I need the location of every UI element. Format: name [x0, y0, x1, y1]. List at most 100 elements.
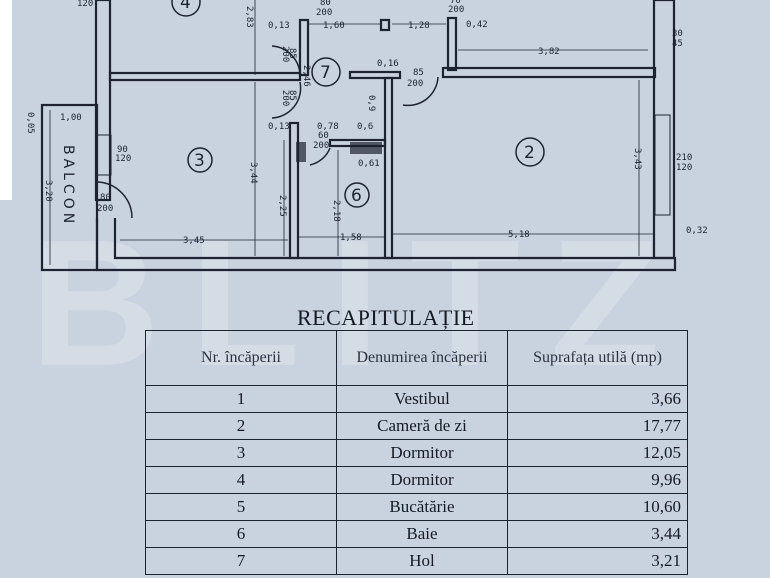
dim: 30: [672, 29, 683, 39]
dim: 3,44: [248, 162, 258, 184]
room-number-cell: 2: [145, 412, 337, 440]
area-cell: 3,21: [507, 547, 688, 575]
wall-left: [94, 0, 112, 202]
area-cell: 3,66: [507, 385, 688, 413]
dimension-lines: [49, 0, 655, 265]
dim: 0,13: [268, 21, 290, 31]
room-markers: 4 7 3 2 6: [171, 0, 545, 208]
dim: 85: [287, 48, 297, 59]
dim: 0,16: [377, 59, 399, 69]
dim: 80: [320, 0, 331, 8]
dim: 3,20: [43, 180, 53, 202]
room-2-label: 2: [524, 143, 535, 163]
walls: [40, 0, 677, 272]
balcony-label: BALCON: [60, 145, 76, 227]
dim: 120: [115, 154, 131, 164]
balcony-outline: [40, 103, 99, 272]
summary-title: RECAPITULAȚIE: [297, 305, 475, 330]
header-room-number: Nr. încăperii: [145, 330, 337, 386]
dim: 0,9: [366, 95, 376, 111]
header-room-name: Denumirea încăperii: [336, 330, 508, 386]
dim: 200: [97, 204, 113, 214]
dim: 2,46: [301, 65, 311, 87]
wall-right: [652, 0, 676, 260]
wall-room3-room4: [108, 71, 302, 82]
room-number-cell: 7: [145, 547, 337, 575]
wall-bath-left: [288, 121, 300, 260]
dim: 0,05: [25, 112, 35, 134]
dim: 2,18: [331, 200, 341, 222]
area-cell: 3,44: [507, 520, 688, 548]
dim: 85: [413, 68, 424, 78]
dim: 70: [450, 0, 461, 6]
room-6-label: 6: [351, 186, 362, 206]
room-number-cell: 6: [145, 520, 337, 548]
room-4-label: 4: [180, 0, 191, 13]
dimension-labels: 120 2,83 0,13 1,60 1,28 0,42 80 200 70 2…: [25, 0, 708, 246]
table-header-row: Nr. încăperii Denumirea încăperii Supraf…: [145, 330, 688, 386]
dim: 200: [280, 46, 290, 62]
dim: 200: [316, 8, 332, 18]
dim: 210: [676, 153, 692, 163]
dim: 60: [318, 131, 329, 141]
area-cell: 12,05: [507, 439, 688, 467]
dim: 120: [77, 0, 93, 9]
dim: 200: [280, 90, 290, 106]
dim: 0,13: [268, 122, 290, 132]
dim: 120: [676, 163, 692, 173]
area-cell: 9,96: [507, 466, 688, 494]
dim: 1,00: [60, 113, 82, 123]
dim: 200: [407, 79, 423, 89]
dim: 3,82: [538, 47, 560, 57]
dim: 2,25: [277, 195, 287, 217]
room-number-cell: 3: [145, 439, 337, 467]
room-name-cell: Cameră de zi: [336, 412, 508, 440]
wall-bath-right: [383, 76, 394, 260]
dim: 200: [448, 5, 464, 15]
doors: [95, 45, 439, 219]
floor-plan: 4 7 3 2 6 BALCON 120 2,83 0,13 1,60 1,28…: [0, 0, 708, 272]
room-7-label: 7: [320, 63, 331, 83]
dim: 1,58: [340, 233, 362, 243]
dim: 0,42: [466, 20, 488, 30]
summary-table: Nr. încăperii Denumirea încăperii Supraf…: [145, 330, 688, 575]
dim: 0,78: [317, 122, 339, 132]
area-cell: 17,77: [507, 412, 688, 440]
dim: 3,45: [183, 236, 205, 246]
dim: 45: [672, 39, 683, 49]
wall-room2-top: [441, 66, 657, 79]
hatch-blocks: [96, 114, 671, 216]
room-name-cell: Vestibul: [336, 385, 508, 413]
room-3-label: 3: [194, 151, 205, 171]
dim: 5,18: [508, 230, 530, 240]
room-number-cell: 1: [145, 385, 337, 413]
room-number-cell: 4: [145, 466, 337, 494]
dim: 200: [313, 141, 329, 151]
dim: 1,60: [323, 21, 345, 31]
dim: 2,83: [244, 6, 254, 28]
header-area: Suprafața utilă (mp): [507, 330, 688, 386]
room-name-cell: Dormitor: [336, 466, 508, 494]
dim: 3,43: [632, 148, 642, 170]
room-name-cell: Bucătărie: [336, 493, 508, 521]
paper-edge: [0, 0, 12, 200]
dim: 1,28: [408, 21, 430, 31]
room-name-cell: Baie: [336, 520, 508, 548]
dim: 80: [100, 193, 111, 203]
dim: 85: [287, 90, 297, 101]
dim: 0,6: [357, 122, 373, 132]
area-cell: 10,60: [507, 493, 688, 521]
dim: 0,32: [686, 226, 708, 236]
dim: 90: [117, 145, 128, 155]
room-name-cell: Dormitor: [336, 439, 508, 467]
dim: 0,61: [358, 159, 380, 169]
room-name-cell: Hol: [336, 547, 508, 575]
room-number-cell: 5: [145, 493, 337, 521]
